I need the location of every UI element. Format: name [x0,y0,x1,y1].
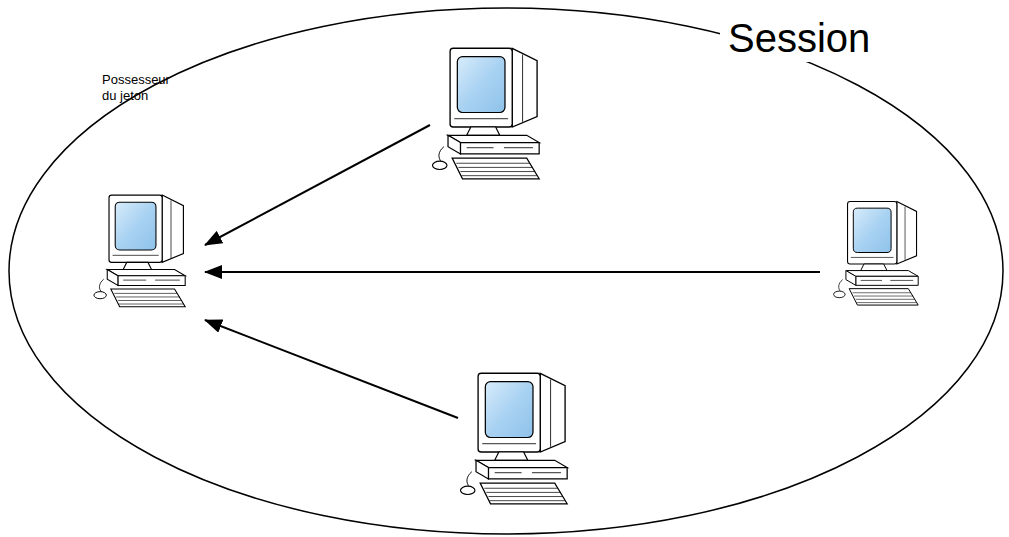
computer-drawing [432,48,539,179]
computer-drawing [834,202,919,305]
computer [430,40,552,185]
computer-drawing [94,195,185,307]
computer [820,195,940,310]
arrow-connector [205,271,820,273]
token-holder-computer: Possesseur du jeton [80,72,205,312]
node-label: Possesseur du jeton [102,72,176,103]
computer [458,365,580,510]
session-ellipse-outline [9,8,1003,534]
arrow-connector [205,320,458,418]
computer-icon [458,365,580,510]
computer-icon [85,188,203,312]
computer-icon [430,40,552,185]
arrow-connector [205,125,430,245]
computer-icon [820,195,940,310]
session-label: Session [720,14,878,62]
computer-drawing [460,373,567,504]
